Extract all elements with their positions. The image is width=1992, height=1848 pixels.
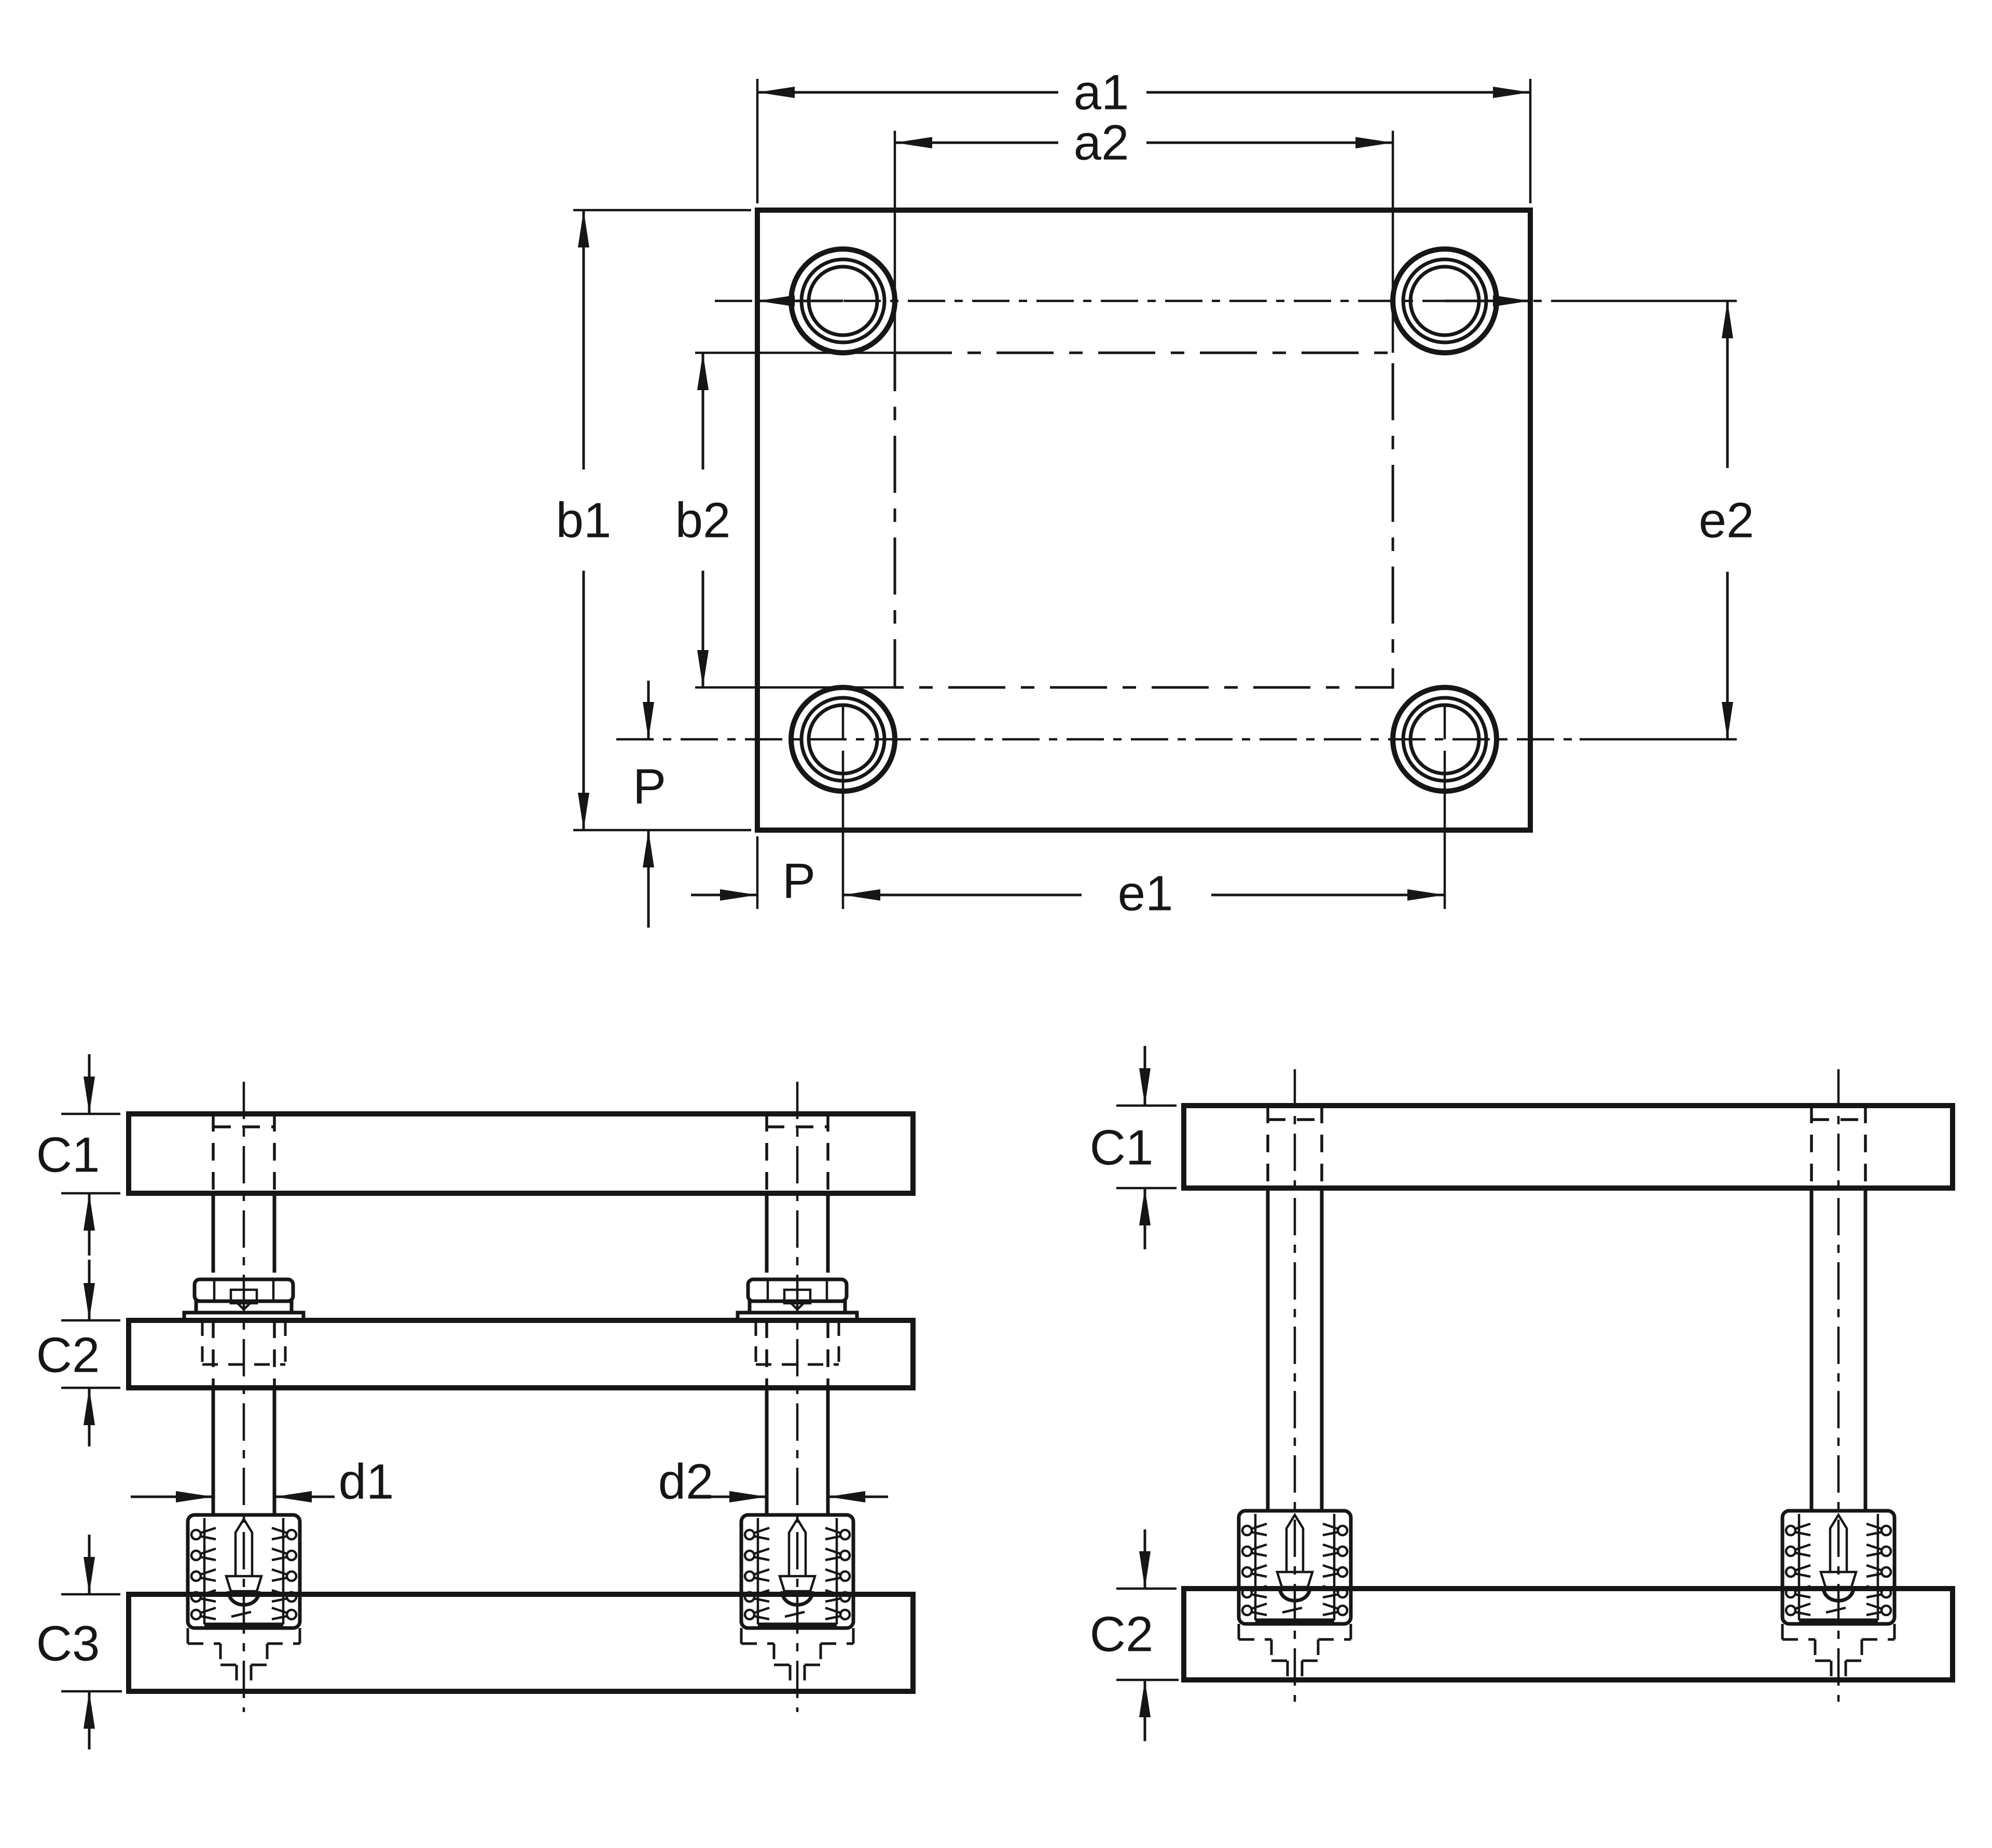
dim-label-e2: e2 [1699,493,1754,548]
side-top-plate-c1 [1181,1103,1955,1191]
side-bottom-plate-c2 [1181,1586,1955,1682]
dim-label-b1: b1 [556,493,612,548]
dim-label-c3-front: C3 [36,1616,100,1672]
dim-label-a1: a1 [1074,65,1129,120]
dim-label-p-bottom: P [782,853,815,909]
usable-area-rect [893,351,1394,689]
dim-label-b2: b2 [675,493,731,548]
front-view: C1 C2 C3 d1 d2 [36,1054,916,1749]
dim-label-c2-front: C2 [36,1328,100,1383]
dim-label-c1-front: C1 [36,1127,100,1183]
front-bottom-plate-c3 [126,1592,916,1694]
plan-plate [755,208,1533,833]
side-right-pillar [1811,1069,1865,1702]
dim-label-c2-side: C2 [1090,1607,1154,1662]
dim-label-d2: d2 [658,1454,714,1510]
dim-label-p-left: P [633,759,666,815]
plan-view: a1 a2 b1 b2 P P e1 e2 [556,65,1754,928]
plan-extension-lines [573,79,1737,909]
front-top-plate-c1 [126,1111,916,1196]
side-view: C1 C2 [1090,1046,1955,1741]
side-left-pillar [1268,1069,1322,1702]
guide-bush-bottom-right [1390,685,1499,794]
side-extension-lines [1116,1104,1179,1681]
dim-label-d1: d1 [339,1454,394,1510]
front-middle-plate-c2 [126,1318,916,1390]
front-extension-lines [61,1112,122,1693]
dim-label-c1-side: C1 [1090,1120,1154,1176]
dim-label-e1: e1 [1118,866,1173,921]
dim-label-a2: a2 [1074,115,1129,171]
